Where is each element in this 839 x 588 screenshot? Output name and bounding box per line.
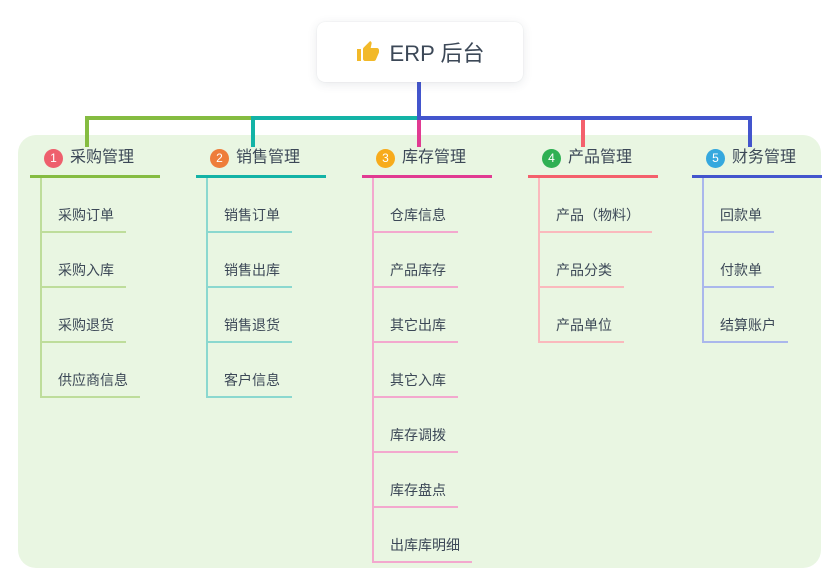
connector-root-drop: [417, 82, 421, 117]
connector-bus-segment-blue: [417, 116, 752, 120]
connector-drop-product: [581, 120, 585, 147]
branch-label: 财务管理: [732, 149, 797, 166]
branch-product: 4 产品管理 产品（物料） 产品分类 产品单位: [528, 147, 659, 343]
branches-background-panel: [18, 135, 821, 568]
branch-label: 采购管理: [70, 149, 135, 166]
child-node[interactable]: 付款单: [704, 233, 774, 288]
connector-drop-finance: [748, 117, 752, 147]
root-label: ERP 后台: [389, 41, 485, 66]
child-node[interactable]: 产品单位: [540, 288, 624, 343]
child-node[interactable]: 其它出库: [374, 288, 458, 343]
branch-number-badge: 1: [44, 148, 63, 168]
branch-finance: 5 财务管理 回款单 付款单 结算账户: [692, 147, 823, 343]
connector-drop-sales: [251, 117, 255, 147]
branch-header-finance[interactable]: 5 财务管理: [692, 147, 823, 178]
thumbs-up-icon: [356, 40, 380, 64]
child-node[interactable]: 销售出库: [208, 233, 292, 288]
branch-children-inventory: 仓库信息 产品库存 其它出库 其它入库 库存调拨 库存盘点 出库库明细: [372, 178, 472, 563]
child-node[interactable]: 出库库明细: [374, 508, 472, 563]
branch-purchase: 1 采购管理 采购订单 采购入库 采购退货 供应商信息: [30, 147, 161, 398]
branch-number-badge: 5: [706, 148, 725, 168]
child-node[interactable]: 客户信息: [208, 343, 292, 398]
branch-header-sales[interactable]: 2 销售管理: [196, 147, 327, 178]
connector-bus-segment-green: [85, 116, 253, 120]
connector-bus-segment-teal: [251, 116, 419, 120]
branch-label: 销售管理: [236, 149, 301, 166]
child-node[interactable]: 供应商信息: [42, 343, 140, 398]
branch-number-badge: 2: [210, 148, 229, 168]
branch-inventory: 3 库存管理 仓库信息 产品库存 其它出库 其它入库 库存调拨 库存盘点 出库库…: [362, 147, 493, 563]
child-node[interactable]: 采购退货: [42, 288, 126, 343]
child-node[interactable]: 库存盘点: [374, 453, 458, 508]
child-node[interactable]: 产品分类: [540, 233, 624, 288]
root-node[interactable]: ERP 后台: [317, 22, 523, 82]
child-node[interactable]: 采购入库: [42, 233, 126, 288]
branch-children-product: 产品（物料） 产品分类 产品单位: [538, 178, 652, 343]
branch-children-purchase: 采购订单 采购入库 采购退货 供应商信息: [40, 178, 140, 398]
branch-sales: 2 销售管理 销售订单 销售出库 销售退货 客户信息: [196, 147, 327, 398]
branch-header-purchase[interactable]: 1 采购管理: [30, 147, 161, 178]
child-node[interactable]: 回款单: [704, 178, 774, 233]
child-node[interactable]: 产品（物料）: [540, 178, 652, 233]
branch-number-badge: 3: [376, 148, 395, 168]
child-node[interactable]: 销售订单: [208, 178, 292, 233]
branch-number-badge: 4: [542, 148, 561, 168]
child-node[interactable]: 采购订单: [42, 178, 126, 233]
branch-header-inventory[interactable]: 3 库存管理: [362, 147, 493, 178]
connector-drop-inventory: [417, 120, 421, 147]
child-node[interactable]: 销售退货: [208, 288, 292, 343]
branch-children-sales: 销售订单 销售出库 销售退货 客户信息: [206, 178, 292, 398]
child-node[interactable]: 其它入库: [374, 343, 458, 398]
branch-children-finance: 回款单 付款单 结算账户: [702, 178, 788, 343]
branch-header-product[interactable]: 4 产品管理: [528, 147, 659, 178]
branch-label: 库存管理: [402, 149, 467, 166]
child-node[interactable]: 产品库存: [374, 233, 458, 288]
child-node[interactable]: 仓库信息: [374, 178, 458, 233]
connector-drop-purchase: [85, 117, 89, 147]
child-node[interactable]: 结算账户: [704, 288, 788, 343]
child-node[interactable]: 库存调拨: [374, 398, 458, 453]
branch-label: 产品管理: [568, 149, 633, 166]
